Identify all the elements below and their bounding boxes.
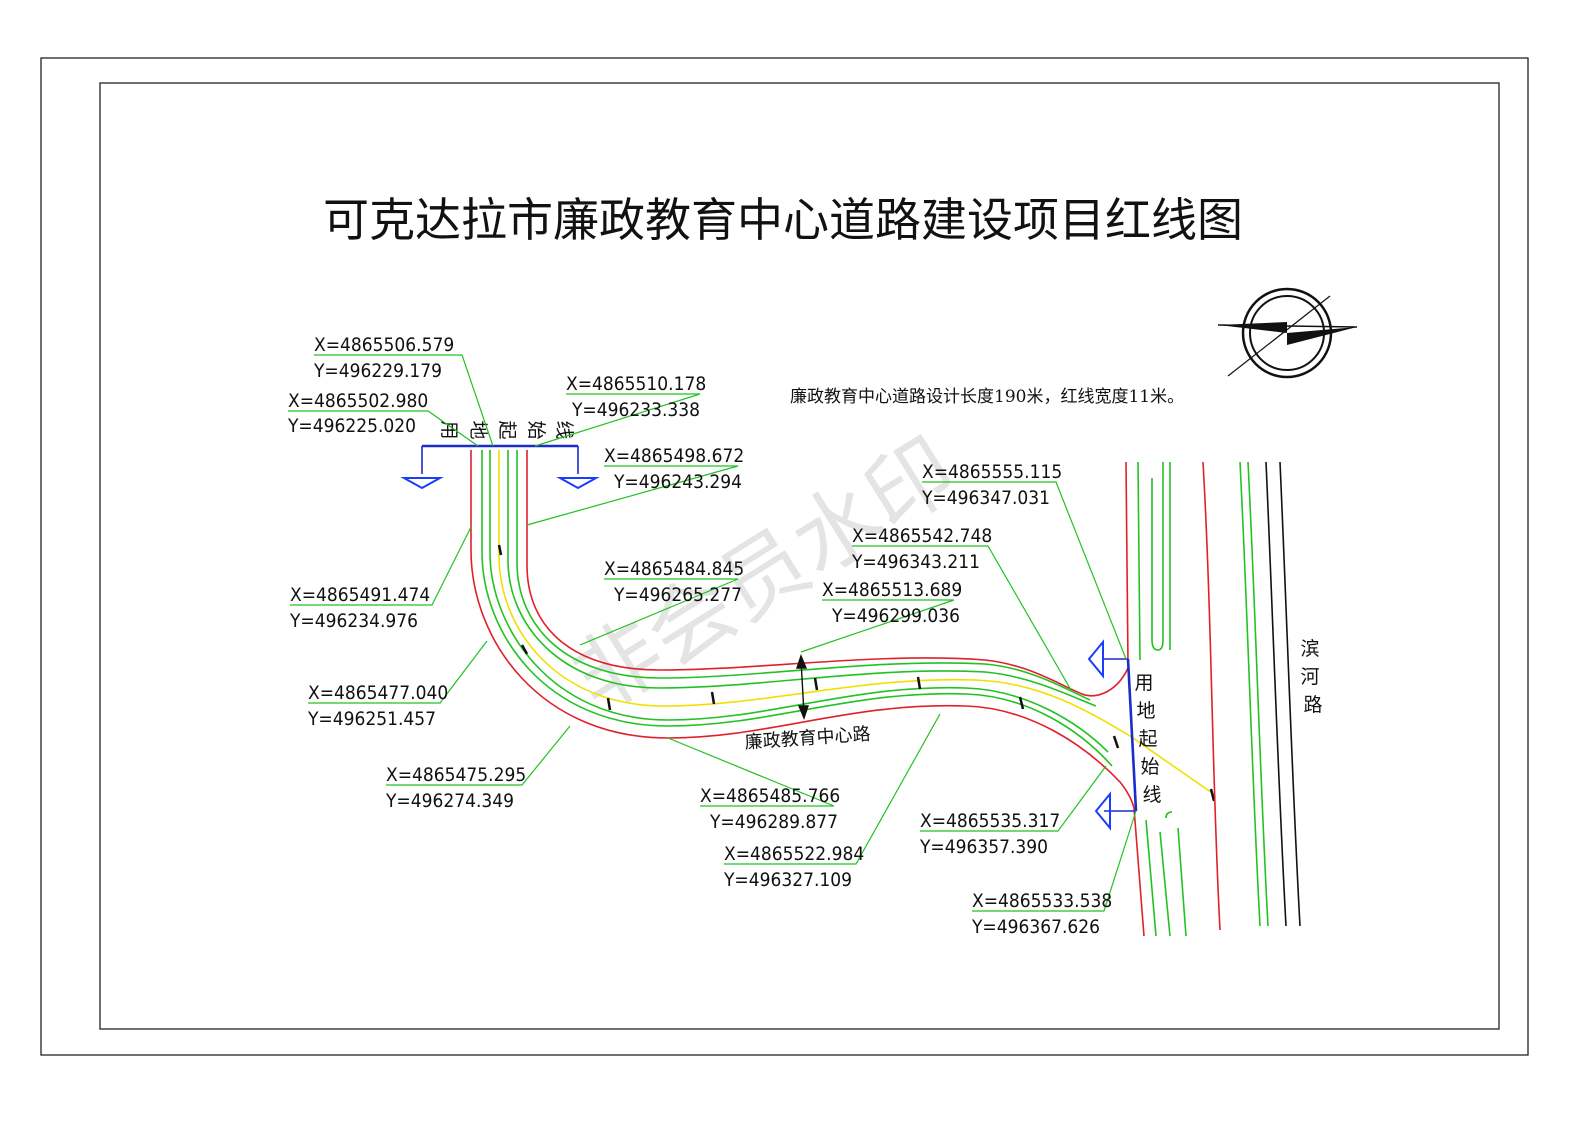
- arrow-left-icon: [1094, 791, 1111, 831]
- binhe-green-line-5: [1239, 461, 1261, 927]
- curb-line-outer: [481, 450, 1113, 767]
- coord-label: Y=496347.031: [921, 487, 1050, 509]
- svg-text:起: 起: [1138, 728, 1157, 750]
- arrow-down-icon: [400, 477, 444, 490]
- coord-label: X=4865485.766: [700, 785, 840, 807]
- coord-label: Y=496234.976: [289, 610, 418, 632]
- binhe-red-line-west: [1125, 461, 1145, 937]
- curb-line-mid-inner: [507, 450, 1097, 707]
- red-line-outer: [470, 450, 1135, 809]
- svg-text:河: 河: [1300, 666, 1319, 688]
- coord-label: X=4865535.317: [920, 810, 1060, 832]
- coord-label: Y=496357.390: [919, 836, 1048, 858]
- lianzheng-road: [470, 450, 1216, 809]
- red-line-inner: [526, 450, 1129, 697]
- coord-label: X=4865513.689: [822, 579, 962, 601]
- page-title: 可克达拉市廉政教育中心道路建设项目红线图: [323, 193, 1243, 247]
- outer-frame: [40, 57, 1529, 1056]
- coord-label: Y=496251.457: [307, 708, 436, 730]
- binhe-green-line-2: [1151, 462, 1164, 651]
- coordinate-leaders: [288, 354, 1137, 912]
- design-note: 廉政教育中心道路设计长度190米，红线宽度11米。: [790, 387, 1184, 407]
- svg-text:地: 地: [467, 420, 489, 439]
- arrow-left-icon: [1087, 639, 1104, 679]
- boundary-start-east: [1087, 639, 1138, 831]
- curb-line-mid-outer: [489, 450, 1109, 753]
- binhe-red-line-east: [1202, 461, 1221, 931]
- coord-label: X=4865555.115: [922, 461, 1062, 483]
- coord-label: X=4865533.538: [972, 890, 1112, 912]
- svg-text:线: 线: [1142, 784, 1161, 806]
- svg-text:始: 始: [525, 420, 547, 439]
- coord-label: Y=496229.179: [313, 360, 442, 382]
- compass-icon: [1217, 287, 1358, 379]
- binhe-black-line-1: [1265, 461, 1287, 927]
- binhe-green-line-4: [1159, 811, 1173, 937]
- coord-label: Y=496299.036: [831, 605, 960, 627]
- coord-label: X=4865498.672: [604, 445, 744, 467]
- road-centerline: [498, 450, 1216, 796]
- coord-label: X=4865484.845: [604, 558, 744, 580]
- binhe-green-line-1: [1137, 461, 1157, 937]
- binhe-road: [1125, 461, 1301, 937]
- coord-label: X=4865477.040: [308, 682, 448, 704]
- curb-line-inner: [516, 450, 1091, 701]
- svg-text:起: 起: [496, 420, 518, 439]
- coord-label: Y=496343.211: [851, 551, 980, 573]
- coordinate-labels: X=4865506.579 Y=496229.179 X=4865502.980…: [287, 334, 1112, 938]
- coord-label: X=4865491.474: [290, 584, 430, 606]
- boundary-start-east-label: 用 地 起 始 线: [1134, 672, 1161, 806]
- arrow-down-icon: [556, 477, 600, 490]
- svg-text:滨: 滨: [1300, 638, 1319, 660]
- station-ticks: [497, 544, 1216, 802]
- svg-text:用: 用: [1134, 672, 1153, 694]
- binhe-green-line-6: [1247, 461, 1269, 927]
- coord-label: Y=496233.338: [571, 399, 700, 421]
- coord-label: Y=496225.020: [287, 415, 416, 437]
- binhe-green-line-3: [1169, 462, 1187, 937]
- svg-text:路: 路: [1303, 694, 1322, 716]
- coord-label: X=4865522.984: [724, 843, 864, 865]
- svg-text:用: 用: [438, 420, 460, 439]
- coord-label: X=4865502.980: [288, 390, 428, 412]
- svg-text:始: 始: [1140, 756, 1159, 778]
- coord-label: Y=496367.626: [971, 916, 1100, 938]
- coord-label: X=4865506.579: [314, 334, 454, 356]
- coord-label: X=4865542.748: [852, 525, 992, 547]
- road-name-label: 廉政教育中心路: [744, 724, 871, 754]
- coord-label: Y=496289.877: [709, 811, 838, 833]
- inner-frame: [99, 82, 1500, 1030]
- boundary-start-west-label: 用 地 起 始 线: [438, 420, 575, 439]
- svg-text:地: 地: [1136, 700, 1155, 722]
- binhe-road-label: 滨 河 路: [1300, 638, 1322, 716]
- boundary-start-west: [400, 444, 600, 490]
- coord-label: Y=496327.109: [723, 869, 852, 891]
- coord-label: Y=496243.294: [613, 471, 742, 493]
- coord-label: X=4865475.295: [386, 764, 526, 786]
- coord-label: Y=496274.349: [385, 790, 514, 812]
- road-width-dimension: [796, 654, 809, 720]
- coord-label: X=4865510.178: [566, 373, 706, 395]
- coord-label: Y=496265.277: [613, 584, 742, 606]
- binhe-black-line-2: [1279, 461, 1301, 927]
